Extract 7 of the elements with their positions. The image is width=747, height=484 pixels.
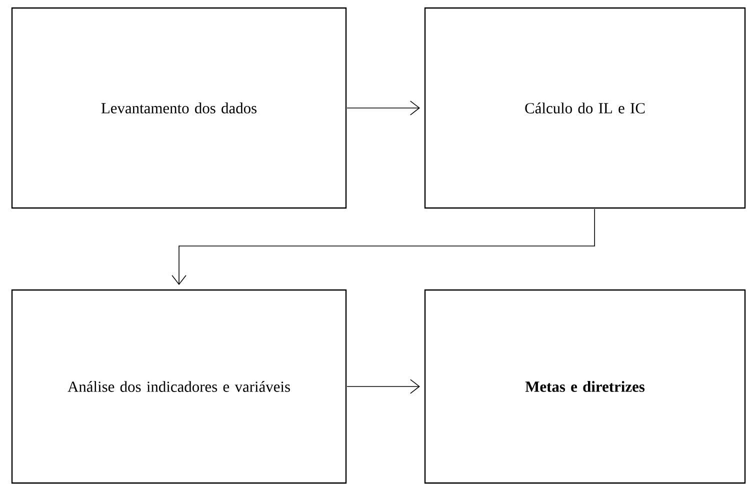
process-box: Análise dos indicadores e variáveis [11,289,347,484]
process-box: Metas e diretrizes [424,289,746,484]
process-box: Levantamento dos dados [11,7,347,209]
arrow [172,208,595,285]
arrow [346,379,420,394]
arrow [346,100,420,116]
process-box: Cálculo do IL e IC [424,7,746,209]
